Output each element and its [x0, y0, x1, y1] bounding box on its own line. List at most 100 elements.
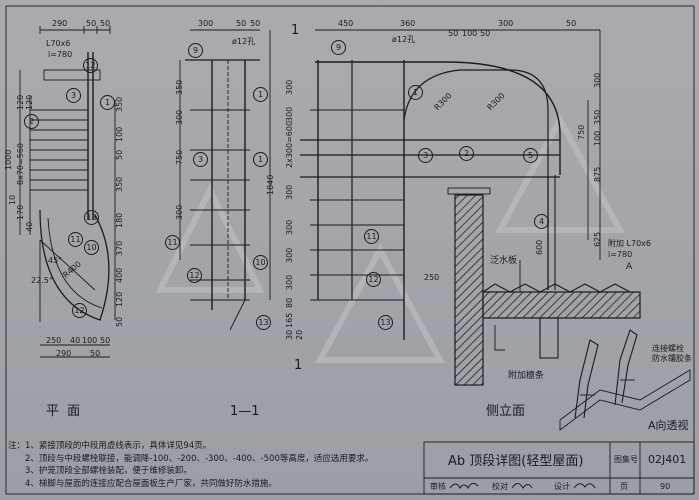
- plan-rdim-350b: 350: [115, 176, 124, 192]
- callout-10: 10: [84, 240, 99, 255]
- side-dim-300: 300: [498, 19, 514, 28]
- sec-dim-50a: 50: [236, 19, 247, 28]
- side-ldim-300b: 300: [285, 106, 294, 122]
- note-4: 4、梯脚与屋面的连接应配合屋面板生产厂家，共同做好防水措施。: [25, 478, 277, 489]
- side-flash-label: 泛水板: [490, 256, 518, 266]
- plan-dim-40: 40: [25, 221, 34, 232]
- sheet-title: Ab 顶段详图(轻型屋面): [448, 454, 584, 469]
- side-dim-100: 100: [462, 29, 478, 38]
- detail-bolt-label: 连接螺栓: [652, 344, 684, 353]
- page-number: 90: [660, 482, 671, 491]
- plan-dim-120: 120: [16, 94, 25, 110]
- notes-block: 注：1、紧接顶段的中段用虚线表示，具体详见94页。 2、顶段与中段螺栓联接，能调…: [8, 440, 373, 490]
- plan-rdim-50: 50: [115, 316, 124, 327]
- sec-callout-1b: 1: [253, 152, 268, 167]
- side-extra-len: l=780: [608, 250, 633, 259]
- plan-bdim-50b: 50: [90, 349, 101, 358]
- side-rdim-100: 100: [593, 130, 602, 146]
- side-dim-360: 360: [400, 19, 416, 28]
- plan-steel: L70x6: [46, 39, 71, 48]
- side-purlin-label: 附加檩条: [508, 371, 545, 381]
- atlas-label: 图集号: [614, 455, 638, 464]
- side-sec-mark-bottom: 1: [294, 358, 303, 373]
- side-dim-50b: 50: [480, 29, 491, 38]
- side-callout-5: 5: [523, 148, 538, 163]
- plan-rdim-350: 350: [115, 96, 124, 112]
- plan-angle-45: 45°: [48, 256, 63, 265]
- plan-rdim-400: 400: [115, 267, 124, 283]
- plan-bdim-50: 50: [100, 336, 111, 345]
- sec-callout-10: 10: [253, 255, 268, 270]
- side-rdim-350: 350: [593, 109, 602, 125]
- side-ldim-300a: 300: [285, 79, 294, 95]
- sec-callout-11: 11: [165, 235, 180, 250]
- plan-title: 平 面: [46, 404, 83, 419]
- side-dim-50c: 50: [566, 19, 577, 28]
- section-title: 1—1: [230, 404, 260, 419]
- side-ldim-30: 30: [285, 329, 294, 340]
- side-rdim-750: 750: [577, 124, 586, 140]
- side-sec-mark-top: 1: [291, 23, 300, 38]
- sec-ldim-350: 350: [175, 79, 184, 95]
- detail-view: [559, 329, 691, 431]
- sec-callout-1: 1: [253, 87, 268, 102]
- sec-rod: ø12孔: [232, 37, 256, 46]
- note-3: 3、护笼顶段全部螺栓装配，便于维修装卸。: [25, 466, 192, 476]
- side-extra-angle: 附加 L70x6: [608, 239, 652, 248]
- detail-title: A向透视: [648, 419, 689, 432]
- side-callout-9: 9: [331, 40, 346, 55]
- plan-dim-290: 290: [52, 19, 68, 28]
- plan-rdim-50: 50: [115, 149, 124, 160]
- side-rdim-300: 300: [593, 72, 602, 88]
- callout-3: 3: [66, 88, 81, 103]
- side-rdim-625: 625: [593, 231, 602, 247]
- detail-seal-label: 防水镶胶条: [652, 354, 692, 363]
- plan-rdim-180: 180: [115, 212, 124, 228]
- check-label: 校对: [492, 482, 508, 491]
- plan-bdim-250: 250: [46, 336, 62, 345]
- side-callout-4: 4: [534, 214, 549, 229]
- side-rdim-600: 600: [535, 239, 544, 255]
- title-block-grid: [423, 441, 695, 495]
- sec-dim-50b: 50: [250, 19, 261, 28]
- side-title: 侧立面: [486, 404, 526, 419]
- side-ldim-300e: 300: [285, 247, 294, 263]
- side-callout-12: 12: [366, 272, 381, 287]
- plan-dim-50b: 50: [100, 19, 111, 28]
- side-rod: ø12孔: [392, 35, 416, 44]
- side-callout-11: 11: [364, 229, 379, 244]
- sec-ldim-300b: 300: [175, 204, 184, 220]
- side-ldim-20: 20: [295, 329, 304, 340]
- side-callout-3: 3: [418, 148, 433, 163]
- side-ldim-165: 165: [285, 312, 294, 328]
- sec-ldim-750: 750: [175, 149, 184, 165]
- plan-dim-560: 8x70=560: [16, 143, 25, 185]
- design-label: 设计: [554, 482, 570, 491]
- sec-callout-12: 12: [187, 268, 202, 283]
- page-label: 页: [620, 482, 628, 491]
- atlas-number: 02J401: [648, 453, 687, 466]
- callout-2: 2: [24, 114, 39, 129]
- callout-11: 11: [68, 232, 83, 247]
- plan-rdim-370: 370: [115, 240, 124, 256]
- side-view: [300, 29, 641, 386]
- side-A-mark: A: [626, 262, 633, 272]
- plan-rdim-100: 100: [115, 126, 124, 142]
- callout-13: 13: [84, 210, 99, 225]
- plan-bdim-100: 100: [82, 336, 98, 345]
- side-dim-450: 450: [338, 19, 354, 28]
- plan-dim-50a: 50: [86, 19, 97, 28]
- plan-dim-120b: 120: [25, 94, 34, 110]
- side-dim-250: 250: [424, 273, 440, 282]
- callout-1: 1: [100, 95, 115, 110]
- plan-bdim-290: 290: [56, 349, 72, 358]
- plan-dim-170: 170: [16, 204, 25, 220]
- plan-length: l=780: [48, 50, 73, 59]
- side-rdim-875: 875: [593, 166, 602, 182]
- side-ldim-300d: 300: [285, 219, 294, 235]
- sec-rdim-1840: 1840: [266, 174, 275, 195]
- plan-angle-22: 22.5°: [31, 276, 53, 285]
- note-2: 2、顶段与中段螺栓联接，能调降-100、-200、-300、-400、-500等…: [25, 453, 374, 464]
